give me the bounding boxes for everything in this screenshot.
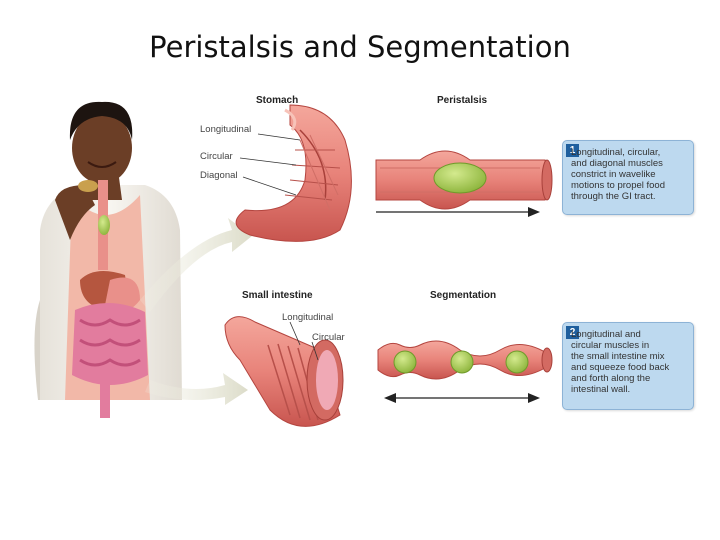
segmentation-description: Longitudinal and circular muscles in the…: [571, 329, 688, 395]
stomach-illustration: [236, 105, 351, 241]
intestines: [72, 303, 148, 385]
woman-figure: [34, 102, 182, 418]
intestine-layer-label: Longitudinal: [282, 312, 333, 323]
peristalsis-description: Longitudinal, circular, and diagonal mus…: [571, 147, 688, 202]
stomach-heading: Stomach: [256, 95, 298, 106]
intestine-layer-label: Circular: [312, 332, 345, 343]
peristalsis-tube: [376, 151, 552, 209]
food-bolus: [451, 351, 473, 373]
segmentation-description-box: 2 Longitudinal and circular muscles in t…: [562, 322, 694, 410]
stomach-layer-label: Longitudinal: [200, 124, 251, 135]
peristalsis-description-box: 1 Longitudinal, circular, and diagonal m…: [562, 140, 694, 215]
food-bolus: [506, 351, 528, 373]
peristalsis-heading: Peristalsis: [437, 95, 487, 106]
stomach-layer-label: Diagonal: [200, 170, 238, 181]
rectum: [100, 380, 110, 418]
food-bolus: [394, 351, 416, 373]
food-bolus: [434, 163, 486, 193]
segmentation-heading: Segmentation: [430, 290, 496, 301]
small-intestine-heading: Small intestine: [242, 290, 313, 301]
segmentation-tube: [378, 341, 552, 379]
stomach-layer-label: Circular: [200, 151, 233, 162]
food: [78, 180, 98, 192]
